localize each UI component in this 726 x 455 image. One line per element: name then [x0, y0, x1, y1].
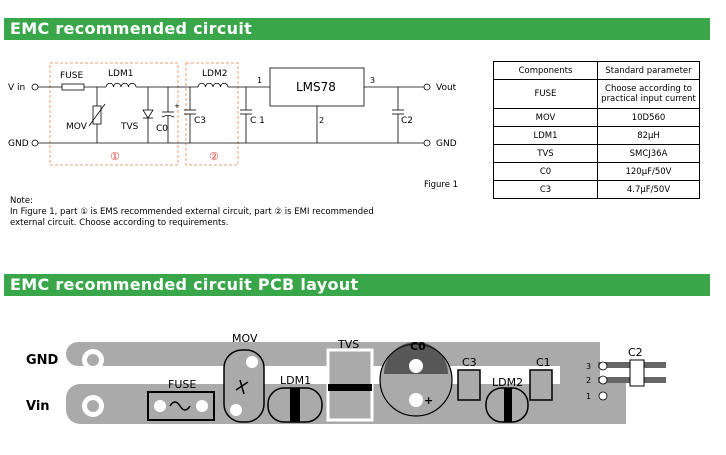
mov-label: MOV [66, 122, 88, 132]
pcb-mov-label: MOV [232, 332, 258, 345]
vin-terminal [31, 83, 39, 91]
gnd-out-label: GND [436, 139, 457, 149]
fuse-label: FUSE [60, 71, 83, 81]
table-cell: TVS [493, 144, 598, 163]
part2-marker: ② [209, 150, 219, 163]
note-body: In Figure 1, part ① is EMS recommended e… [10, 207, 374, 228]
c3-label: C3 [194, 116, 206, 126]
part1-marker: ① [110, 150, 120, 163]
c0-plus: + [174, 102, 180, 110]
table-cell: MOV [493, 108, 598, 127]
table-header: Components [493, 61, 598, 80]
vin-pad [82, 395, 104, 417]
fuse-footprint [147, 391, 215, 421]
c0-pad [409, 359, 423, 373]
ldm1-label: LDM1 [108, 69, 133, 79]
vout-terminal [423, 83, 431, 91]
note: Note: In Figure 1, part ① is EMS recomme… [10, 196, 390, 229]
pcb-vin-label: Vin [26, 399, 50, 414]
c1-footprint [529, 369, 553, 401]
pcb-layout: GND Vin FUSE MOV LDM1 TVS C0 + C3 LDM2 C… [26, 332, 666, 424]
table-header: Standard parameter [597, 61, 700, 80]
fuse-pad [196, 400, 208, 412]
table-cell: 120μF/50V [597, 162, 700, 181]
table-row: C0 120μF/50V [493, 162, 700, 181]
table-cell: FUSE [493, 79, 598, 109]
table-cell: SMCJ36A [597, 144, 700, 163]
note-heading: Note: [10, 196, 33, 206]
pcb-gnd-label: GND [26, 353, 59, 368]
c2-label: C2 [401, 116, 413, 126]
section-title-emc-circuit: EMC recommended circuit [4, 18, 710, 40]
figure-caption: Figure 1 [424, 180, 459, 190]
pcb-tvs-label: TVS [337, 338, 359, 351]
section-title-pcb-layout: EMC recommended circuit PCB layout [4, 274, 710, 296]
tvs-label: TVS [120, 122, 139, 132]
pcb-c0-label: C0 [410, 340, 426, 353]
table-cell: C0 [493, 162, 598, 181]
output-trace [560, 342, 626, 424]
table-cell: C3 [493, 180, 598, 199]
pcb-fuse-label: FUSE [168, 378, 196, 391]
table-cell: LDM1 [493, 126, 598, 145]
table-row: MOV 10D560 [493, 108, 700, 127]
chip-label: LMS78 [296, 80, 336, 94]
pin-2-pad [598, 375, 608, 385]
c0-label: C0 [156, 124, 168, 134]
pcb-pin3-label: 3 [586, 362, 591, 371]
vout-label: Vout [436, 83, 457, 93]
pcb-ldm2-label: LDM2 [492, 376, 523, 389]
mov-pad [246, 356, 258, 368]
ldm2-inductor [197, 82, 229, 88]
pin3-label: 3 [370, 76, 375, 85]
table-header-row: Components Standard parameter [493, 61, 700, 80]
pin-3-pad [598, 361, 608, 371]
tvs-band [328, 384, 372, 391]
pcb-c0-plus: + [424, 394, 433, 407]
gnd-terminal [31, 139, 39, 147]
pin1-label: 1 [257, 76, 262, 85]
pcb-ldm1-label: LDM1 [280, 374, 311, 387]
c1-label: C 1 [250, 116, 265, 126]
pcb-pin1-label: 1 [586, 392, 591, 401]
mov-symbol [235, 379, 249, 395]
table-cell: 4.7μF/50V [597, 180, 700, 199]
pcb-c1-label: C1 [536, 356, 551, 369]
mov-pad [230, 404, 242, 416]
lms78-chip [269, 67, 365, 107]
gnd-out-terminal [423, 139, 431, 147]
pcb-c2-label: C2 [628, 346, 643, 359]
c3-footprint [457, 369, 481, 401]
table-row: C3 4.7μF/50V [493, 180, 700, 199]
components-table: Components Standard parameter FUSE Choos… [493, 61, 700, 199]
ldm2-band [504, 388, 512, 422]
c2-footprint [629, 359, 645, 387]
c0-hatch [384, 342, 448, 374]
table-row: FUSE Choose according to practical input… [493, 79, 700, 109]
fuse-symbol [61, 83, 85, 91]
pcb-pin2-label: 2 [586, 376, 591, 385]
fuse-pad [154, 400, 166, 412]
ldm2-label: LDM2 [202, 69, 227, 79]
table-row: TVS SMCJ36A [493, 144, 700, 163]
circuit-schematic: V in GND Vout GND FUSE LDM1 LDM2 MOV TVS… [8, 62, 457, 166]
table-cell: 82μH [597, 126, 700, 145]
table-row: LDM1 82μH [493, 126, 700, 145]
table-cell: 10D560 [597, 108, 700, 127]
vin-label: V in [8, 83, 25, 93]
gnd-trace [66, 342, 571, 366]
ldm1-band [290, 388, 300, 422]
pin-1-pad [598, 391, 608, 401]
gnd-label: GND [8, 139, 29, 149]
pcb-c3-label: C3 [462, 356, 477, 369]
c0-pad [409, 393, 423, 407]
pin2-label: 2 [319, 116, 324, 125]
fuse-icon [169, 401, 191, 411]
gnd-pad [82, 349, 104, 371]
table-cell: Choose according to practical input curr… [597, 79, 700, 109]
mov-footprint [223, 349, 265, 423]
ldm1-inductor [105, 82, 137, 88]
